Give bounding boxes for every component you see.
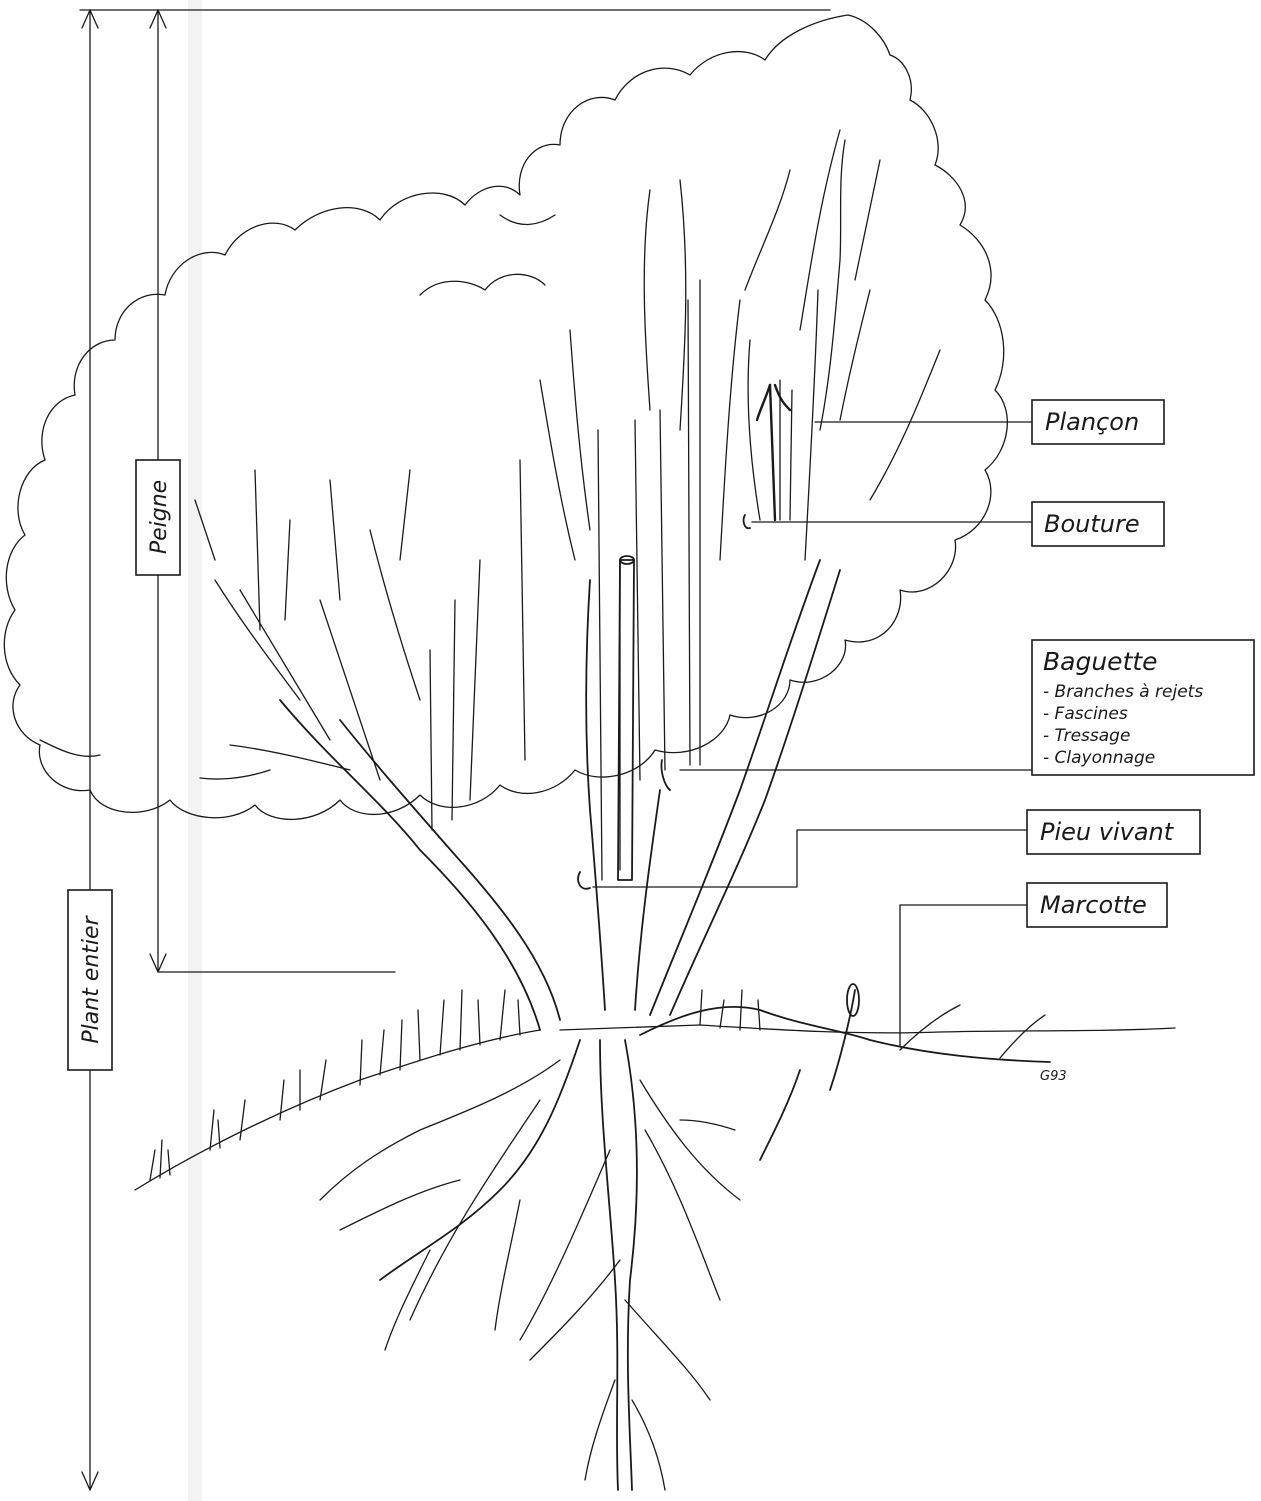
bouture-text: Bouture [1044,510,1140,538]
label-marcotte: Marcotte [1027,883,1167,927]
plant-entier-label: Plant entier [68,890,112,1070]
marcotte-leader [900,905,1027,1047]
tree-trunk-and-branches [195,130,940,1030]
baguette-item: - Clayonnage [1043,748,1155,768]
label-plancon: Plançon [1032,400,1164,444]
artist-signature: G93 [1040,1069,1067,1084]
marcotte-text: Marcotte [1040,891,1147,919]
leader-lines [593,422,1032,1047]
pieu-vivant-leader [593,830,1027,887]
baguette-item: - Fascines [1043,704,1128,724]
canopy-outline [4,15,1007,819]
label-pieu-vivant: Pieu vivant [1027,810,1200,854]
label-bouture: Bouture [1032,502,1164,546]
plant-entier-text: Plant entier [79,914,104,1043]
roots [320,1040,740,1490]
label-baguette: Baguette - Branches à rejets - Fascines … [1032,640,1254,775]
plancon-text: Plançon [1045,408,1139,436]
ground-bank [135,984,1175,1190]
scan-band [188,0,202,1501]
baguette-title: Baguette [1043,647,1158,676]
peigne-label: Peigne [136,460,180,575]
pieu-vivant-text: Pieu vivant [1040,818,1175,846]
baguette-item: - Branches à rejets [1043,682,1203,702]
baguette-item: - Tressage [1043,726,1130,746]
peigne-text: Peigne [147,480,172,554]
